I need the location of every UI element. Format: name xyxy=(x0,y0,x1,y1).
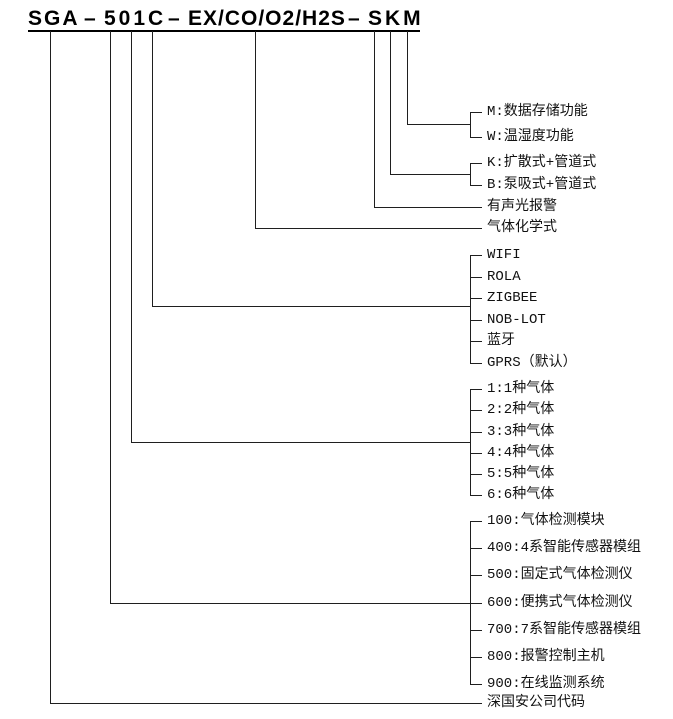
label-series-700: 700:7系智能传感器模组 xyxy=(487,622,642,638)
tick xyxy=(470,548,482,549)
connector-wireless xyxy=(152,306,470,307)
tick xyxy=(470,389,482,390)
drop-line-gas-count xyxy=(131,31,132,442)
model-series-code: 501C xyxy=(104,7,167,30)
tick xyxy=(470,521,482,522)
tick xyxy=(470,474,482,475)
tick xyxy=(470,575,482,576)
label-alarm: 有声光报警 xyxy=(487,199,557,215)
drop-line-series xyxy=(110,31,111,603)
label-gas-count-4: 4:4种气体 xyxy=(487,445,555,461)
drop-line-storage xyxy=(407,31,408,124)
tick xyxy=(470,137,482,138)
tick xyxy=(470,410,482,411)
tick xyxy=(470,630,482,631)
bracket-sampling xyxy=(470,163,471,186)
label-wireless-rola: ROLA xyxy=(487,269,521,285)
tick xyxy=(470,185,482,186)
drop-line-wireless xyxy=(152,31,153,306)
tick xyxy=(470,432,482,433)
tick xyxy=(470,255,482,256)
connector-series xyxy=(110,603,482,604)
tick xyxy=(470,320,482,321)
drop-line-company xyxy=(50,31,51,703)
label-wireless-zigbee: ZIGBEE xyxy=(487,290,538,306)
tick xyxy=(470,298,482,299)
bracket-wireless xyxy=(470,255,471,364)
label-sampling-k: K:扩散式+管道式 xyxy=(487,155,597,171)
drop-line-sampling xyxy=(390,31,391,174)
label-company-code: 深国安公司代码 xyxy=(487,695,585,711)
tick xyxy=(470,363,482,364)
drop-line-gas-formula xyxy=(255,31,256,228)
tick xyxy=(470,495,482,496)
bracket-storage xyxy=(470,112,471,138)
separator-dash: – xyxy=(348,7,360,30)
label-wireless-bt: 蓝牙 xyxy=(487,333,515,349)
label-gas-formula: 气体化学式 xyxy=(487,220,557,236)
label-gas-count-6: 6:6种气体 xyxy=(487,487,555,503)
tick xyxy=(470,163,482,164)
connector-storage xyxy=(407,124,470,125)
connector-gas-count xyxy=(131,442,470,443)
label-storage-m: M:数据存储功能 xyxy=(487,104,588,120)
tick xyxy=(470,453,482,454)
label-series-600: 600:便携式气体检测仪 xyxy=(487,595,633,611)
tick xyxy=(470,277,482,278)
label-wireless-noblot: NOB-LOT xyxy=(487,312,546,328)
label-series-400: 400:4系智能传感器模组 xyxy=(487,540,642,556)
drop-line-alarm xyxy=(374,31,375,207)
connector-gas-formula xyxy=(255,228,482,229)
tick xyxy=(470,341,482,342)
separator-dash: – xyxy=(84,7,96,30)
tick xyxy=(470,684,482,685)
label-storage-w: W:温湿度功能 xyxy=(487,129,574,145)
model-gas-code: EX/CO/O2/H2S xyxy=(188,7,346,30)
title-underline xyxy=(28,30,420,32)
label-gas-count-2: 2:2种气体 xyxy=(487,402,555,418)
bracket-gas-count xyxy=(470,389,471,496)
connector-sampling xyxy=(390,174,470,175)
model-suffix-code: SKM xyxy=(368,7,424,30)
tick xyxy=(470,657,482,658)
label-series-100: 100:气体检测模块 xyxy=(487,513,605,529)
connector-company xyxy=(50,703,482,704)
label-series-800: 800:报警控制主机 xyxy=(487,649,605,665)
separator-dash: – xyxy=(168,7,180,30)
bracket-series xyxy=(470,521,471,685)
label-gas-count-1: 1:1种气体 xyxy=(487,381,555,397)
label-series-900: 900:在线监测系统 xyxy=(487,676,605,692)
label-gas-count-3: 3:3种气体 xyxy=(487,424,555,440)
label-wireless-wifi: WIFI xyxy=(487,247,521,263)
connector-alarm xyxy=(374,207,482,208)
label-gas-count-5: 5:5种气体 xyxy=(487,466,555,482)
label-series-500: 500:固定式气体检测仪 xyxy=(487,567,633,583)
tick xyxy=(470,112,482,113)
model-company-code: SGA xyxy=(28,7,80,30)
label-sampling-b: B:泵吸式+管道式 xyxy=(487,177,597,193)
label-wireless-gprs: GPRS（默认） xyxy=(487,355,577,371)
